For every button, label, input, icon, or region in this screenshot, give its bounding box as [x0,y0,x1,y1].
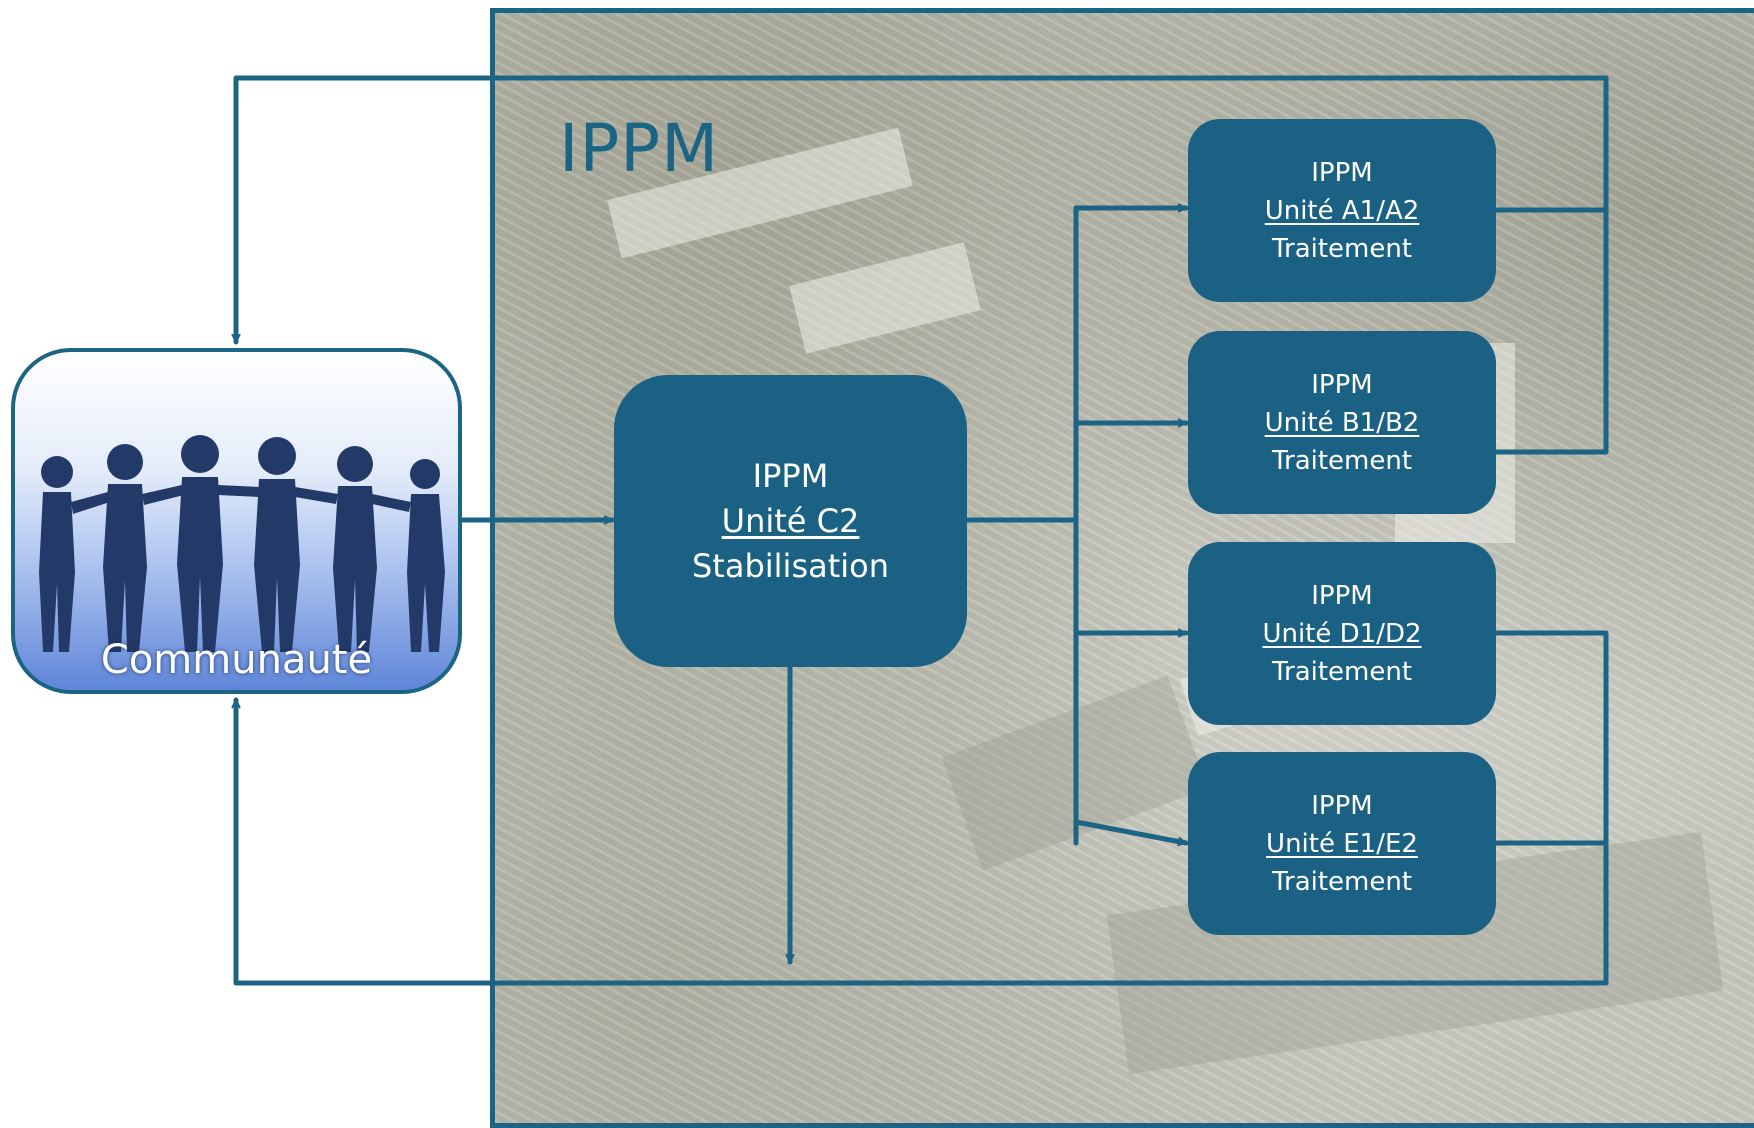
unit-org-label: IPPM [1311,369,1373,400]
unit-d1d2-treatment: IPPM Unité D1/D2 Traitement [1188,542,1496,725]
unit-org-label: IPPM [752,456,829,495]
unit-function-label: Traitement [1271,445,1413,476]
community-box: Communauté [11,348,462,694]
bottom-return-connector [236,697,1609,986]
unit-name-label: Unité C2 [721,501,860,540]
top-return-connector [236,75,1609,345]
community-label: Communauté [100,637,373,683]
top-loop-connector [1493,207,1609,455]
unit-function-label: Traitement [1271,866,1413,897]
unit-org-label: IPPM [1311,580,1373,611]
unit-e1e2-treatment: IPPM Unité E1/E2 Traitement [1188,752,1496,935]
unit-function-label: Traitement [1271,233,1413,264]
unit-b1b2-treatment: IPPM Unité B1/B2 Traitement [1188,331,1496,514]
unit-name-label: Unité B1/B2 [1264,407,1420,438]
unit-function-label: Traitement [1271,656,1413,687]
unit-function-label: Stabilisation [691,546,890,585]
unit-a1a2-treatment: IPPM Unité A1/A2 Traitement [1188,119,1496,302]
bottom-loop-connector [1493,630,1609,846]
bus-to-e-connector [1073,819,1189,843]
unit-name-label: Unité A1/A2 [1264,195,1420,226]
unit-org-label: IPPM [1311,157,1373,188]
aerial-photo-panel [490,8,1754,1128]
unit-org-label: IPPM [1311,790,1373,821]
unit-c2-stabilisation: IPPM Unité C2 Stabilisation [614,375,967,667]
unit-name-label: Unité D1/D2 [1262,618,1422,649]
unit-name-label: Unité E1/E2 [1266,828,1418,859]
people-chain-icon [39,435,445,652]
panel-title: IPPM [559,110,720,187]
